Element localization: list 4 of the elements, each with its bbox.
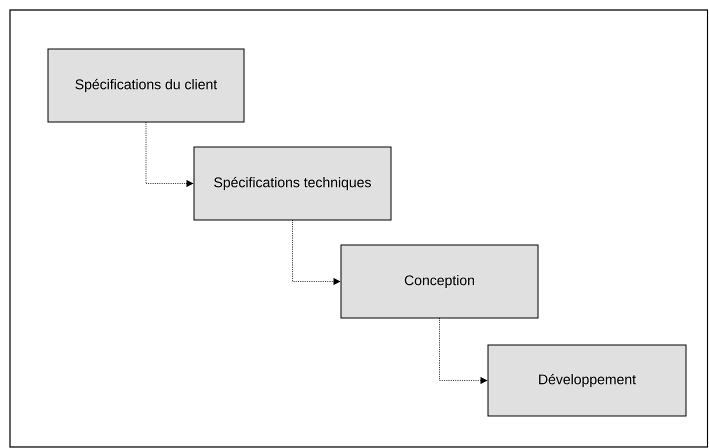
process-box: Spécifications du client (48, 48, 244, 122)
process-box: Développement (488, 344, 686, 416)
process-box: Spécifications techniques (194, 146, 392, 220)
process-box: Conception (340, 244, 538, 318)
